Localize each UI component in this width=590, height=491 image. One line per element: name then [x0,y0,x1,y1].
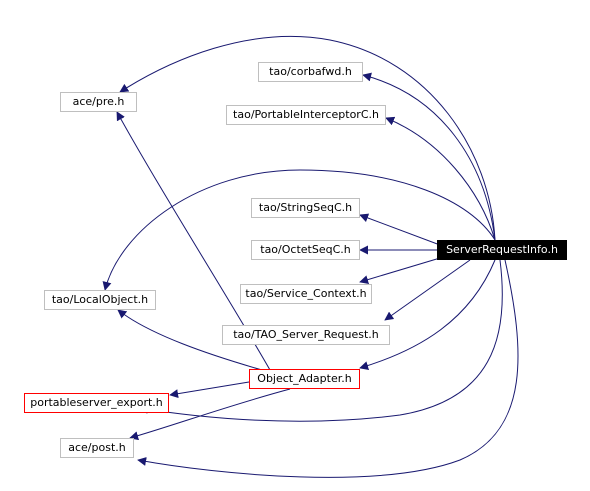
node-ace-pre-h[interactable]: ace/pre.h [60,92,137,112]
edge-root-to-export [139,259,503,422]
node-tao-localobject-h[interactable]: tao/LocalObject.h [44,290,156,310]
node-object-adapter-h[interactable]: Object_Adapter.h [249,369,360,389]
edge-root-to-tao-srv [384,259,471,321]
node-ace-post-h[interactable]: ace/post.h [60,438,134,458]
edge-root-to-objad [359,259,496,370]
edge-root-to-local [102,169,496,291]
edge-objad-to-export [169,381,250,399]
node-serverrequestinfo-h-root: ServerRequestInfo.h [437,240,567,260]
edge-root-to-stringseq [359,213,441,246]
edge-root-to-pic [385,116,496,241]
node-portableserver-export-h[interactable]: portableserver_export.h [24,393,169,413]
node-tao-portableinterceptorc-h[interactable]: tao/PortableInterceptorC.h [226,105,386,125]
node-tao-tao-server-request-h[interactable]: tao/TAO_Server_Request.h [222,325,390,345]
edge-root-to-post [137,259,519,478]
edge-root-to-servctx [359,257,441,284]
edge-objad-to-post [129,388,291,441]
edge-root-to-pre [119,35,496,241]
edge-objad-to-local [117,309,263,371]
node-tao-octetseqc-h[interactable]: tao/OctetSeqC.h [251,240,360,260]
node-tao-stringseqc-h[interactable]: tao/StringSeqC.h [251,198,360,218]
node-tao-service-context-h[interactable]: tao/Service_Context.h [240,284,372,304]
edge-root-to-corbafwd [362,72,496,241]
node-tao-corbafwd-h[interactable]: tao/corbafwd.h [258,62,363,82]
